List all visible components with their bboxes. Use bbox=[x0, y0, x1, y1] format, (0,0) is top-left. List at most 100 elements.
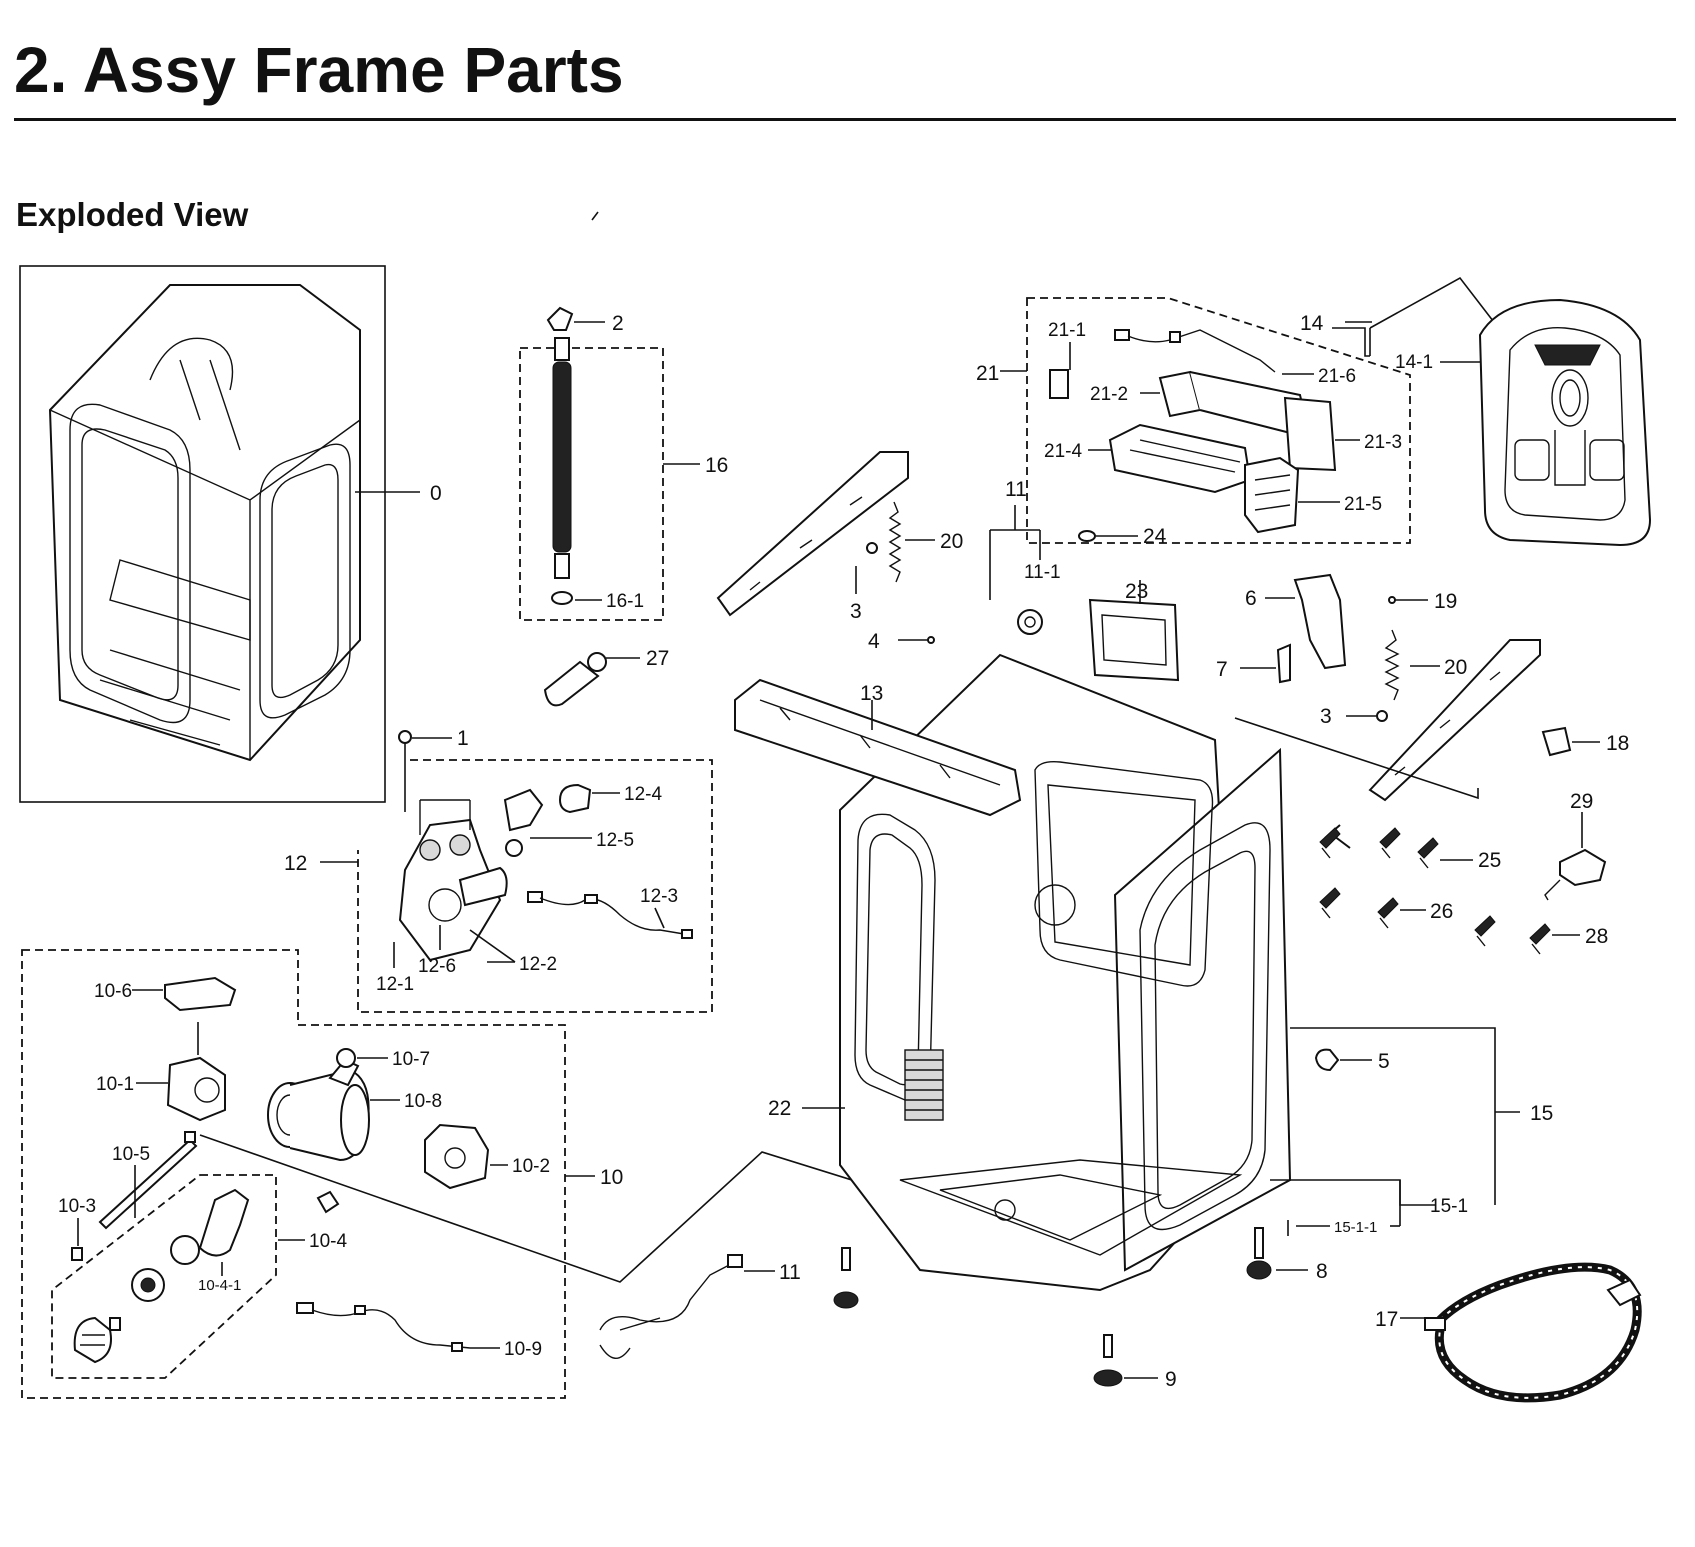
group-10-box bbox=[21, 949, 566, 1399]
callout-0: 0 bbox=[430, 482, 442, 505]
callout-1: 1 bbox=[457, 727, 469, 750]
part-12-3-wire-harness[interactable] bbox=[527, 891, 693, 939]
callout-21: 21 bbox=[976, 362, 999, 385]
part-16-hose[interactable] bbox=[546, 306, 574, 605]
part-9-leveling-foot[interactable] bbox=[1093, 1334, 1123, 1387]
callout-25: 25 bbox=[1478, 849, 1501, 872]
callout-10-3: 10-3 bbox=[58, 1196, 96, 1217]
part-8-rear-foot[interactable] bbox=[1246, 1227, 1272, 1280]
part-20-spring-right[interactable] bbox=[1384, 629, 1400, 701]
part-15-cabinet-frame[interactable] bbox=[734, 653, 1292, 1292]
callout-7: 7 bbox=[1216, 658, 1228, 681]
part-10-6-cover[interactable] bbox=[164, 976, 237, 1012]
group-10-4-box bbox=[51, 1174, 277, 1379]
callout-21-5: 21-5 bbox=[1344, 494, 1382, 515]
part-10-4-filter[interactable] bbox=[73, 1188, 250, 1364]
part-25-screws[interactable] bbox=[1319, 824, 1439, 869]
part-0-cabinet-assembly[interactable] bbox=[19, 265, 386, 803]
part-10-1-motor[interactable] bbox=[166, 1056, 226, 1122]
callout-10-2: 10-2 bbox=[512, 1156, 550, 1177]
part-12-4-cap[interactable] bbox=[558, 783, 592, 814]
callout-14-1: 14-1 bbox=[1395, 352, 1433, 373]
callout-10: 10 bbox=[600, 1166, 623, 1189]
part-23-bracket[interactable] bbox=[1088, 598, 1180, 682]
callout-10-4: 10-4 bbox=[309, 1231, 347, 1252]
part-7-clip[interactable] bbox=[1276, 643, 1291, 684]
part-21-4-pcb[interactable] bbox=[1108, 423, 1252, 494]
callout-10-8: 10-8 bbox=[404, 1091, 442, 1112]
callout-28: 28 bbox=[1585, 925, 1608, 948]
callout-10-1: 10-1 bbox=[96, 1074, 134, 1095]
part-6-bracket[interactable] bbox=[1293, 573, 1347, 670]
part-10-3-clip[interactable] bbox=[71, 1247, 83, 1261]
group-12-box bbox=[357, 759, 713, 1013]
part-18-switch[interactable] bbox=[1541, 726, 1572, 757]
group-16-box bbox=[519, 347, 664, 621]
callout-23: 23 bbox=[1125, 580, 1148, 603]
part-1-screw[interactable] bbox=[398, 730, 412, 744]
part-3-bolt-right[interactable] bbox=[1376, 710, 1388, 722]
part-left-top-rail[interactable] bbox=[716, 451, 909, 617]
part-right-top-rail[interactable] bbox=[1368, 639, 1541, 802]
part-21-1-module[interactable] bbox=[1049, 369, 1069, 399]
callout-10-7: 10-7 bbox=[392, 1049, 430, 1070]
part-10-5-hose[interactable] bbox=[98, 1131, 198, 1230]
section-subtitle: Exploded View bbox=[16, 196, 249, 233]
part-10-8-pump-housing[interactable] bbox=[267, 1058, 370, 1162]
callout-3-left: 3 bbox=[850, 600, 862, 623]
part-24-clip[interactable] bbox=[1078, 530, 1096, 542]
callout-16: 16 bbox=[705, 454, 728, 477]
callout-26: 26 bbox=[1430, 900, 1453, 923]
part-4-screw[interactable] bbox=[927, 636, 935, 644]
part-leg-front-left bbox=[833, 1247, 859, 1309]
callout-13: 13 bbox=[860, 682, 883, 705]
part-10-7-ring[interactable] bbox=[336, 1048, 356, 1068]
part-20-spring-left[interactable] bbox=[888, 501, 902, 583]
part-19-screw[interactable] bbox=[1388, 596, 1396, 604]
part-11-1-grommet[interactable] bbox=[1017, 609, 1043, 635]
callout-12-1: 12-1 bbox=[376, 974, 414, 995]
part-3-bolt-left[interactable] bbox=[866, 542, 878, 554]
callout-20-left: 20 bbox=[940, 530, 963, 553]
callout-11-1: 11-1 bbox=[1024, 562, 1061, 583]
callout-15: 15 bbox=[1530, 1102, 1553, 1125]
callout-11-top: 11 bbox=[1005, 478, 1027, 501]
group-21-box bbox=[1026, 297, 1411, 544]
callout-12-4: 12-4 bbox=[624, 784, 662, 805]
part-10-clip[interactable] bbox=[316, 1190, 340, 1214]
page-title: 2. Assy Frame Parts bbox=[14, 34, 624, 106]
part-28-screws[interactable] bbox=[1474, 915, 1551, 955]
part-11-main-harness[interactable] bbox=[599, 1254, 743, 1359]
title-underline bbox=[14, 118, 1676, 121]
callout-12: 12 bbox=[284, 852, 307, 875]
part-29-sensor[interactable] bbox=[1544, 848, 1607, 901]
part-13-top-brace bbox=[734, 678, 1022, 817]
callout-16-1: 16-1 bbox=[606, 591, 644, 612]
part-10-9-wire-harness[interactable] bbox=[296, 1302, 471, 1352]
callout-8: 8 bbox=[1316, 1260, 1328, 1283]
callout-6: 6 bbox=[1245, 587, 1257, 610]
callout-21-6: 21-6 bbox=[1318, 366, 1356, 387]
callout-22: 22 bbox=[768, 1097, 791, 1120]
callout-12-6: 12-6 bbox=[418, 956, 456, 977]
callout-9: 9 bbox=[1165, 1368, 1177, 1391]
part-17-inlet-hose[interactable] bbox=[1424, 1262, 1642, 1403]
callout-21-2: 21-2 bbox=[1090, 384, 1128, 405]
part-12-5-valve[interactable] bbox=[503, 788, 544, 857]
part-5-clip[interactable] bbox=[1314, 1048, 1340, 1072]
callout-12-5: 12-5 bbox=[596, 830, 634, 851]
part-14-1-top-cover[interactable] bbox=[1478, 298, 1652, 547]
part-12-pump-assembly[interactable] bbox=[398, 799, 508, 962]
part-21-6-harness[interactable] bbox=[1114, 329, 1276, 373]
callout-15-1: 15-1 bbox=[1430, 1196, 1468, 1217]
callout-12-2: 12-2 bbox=[519, 954, 557, 975]
part-21-3-cover[interactable] bbox=[1283, 396, 1337, 472]
callout-14: 14 bbox=[1300, 312, 1324, 335]
part-27-drain-fitting[interactable] bbox=[543, 652, 607, 707]
part-10-2-filter-housing[interactable] bbox=[424, 1123, 490, 1190]
part-21-5-relay-board[interactable] bbox=[1244, 456, 1300, 534]
callout-19: 19 bbox=[1434, 590, 1457, 613]
callout-5: 5 bbox=[1378, 1050, 1390, 1073]
part-26-screws[interactable] bbox=[1319, 887, 1399, 929]
